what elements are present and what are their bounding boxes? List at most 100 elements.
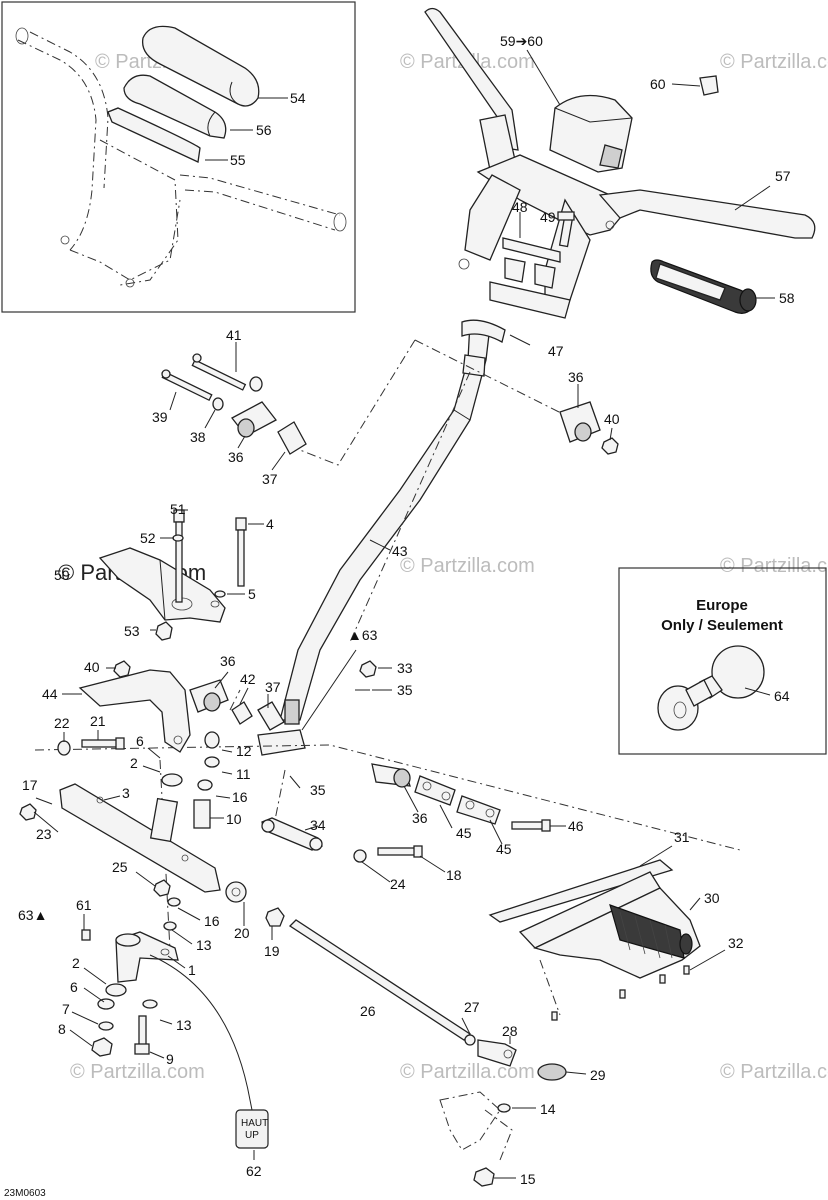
bolt-9 [134,1015,150,1055]
callout-36-right: 36 [568,369,584,385]
bolt-49 [557,211,575,248]
handlebar-pad-inset [1,1,356,313]
washer-6 [97,998,115,1010]
callout-13-upper: 13 [196,937,212,953]
callout-16-lower: 16 [204,913,220,929]
sleeve-10 [193,799,211,829]
foam-pad-56 [123,74,227,139]
nut-40-right [601,437,619,455]
europe-inset-title-line2: Only / Seulement [661,617,783,634]
callout-33: 33 [397,660,413,676]
callout-4: 4 [266,516,274,532]
boot-29 [537,1063,567,1081]
tube-2-upper [149,773,183,843]
washer-24 [353,849,367,863]
decal-text-haut: HAUT [241,1118,268,1129]
washer-22 [57,740,71,756]
decal-62: HAUT UP [235,1109,269,1149]
bolt-21 [81,737,125,750]
nut-15 [473,1167,495,1187]
europe-inset-title-line1: Europe [696,597,748,614]
callout-53: 53 [124,623,140,639]
callout-40-left: 40 [84,659,100,675]
callout-23: 23 [36,826,52,842]
callout-39: 39 [152,409,168,425]
callout-9: 9 [166,1051,174,1067]
drawing-code: 23M0603 [4,1188,46,1199]
upper-pivot-hardware [161,353,619,455]
washer-7 [98,1021,114,1031]
washer [249,376,263,392]
nut-27 [464,1034,476,1046]
callout-56: 56 [256,122,272,138]
callout-34: 34 [310,817,326,833]
callout-32: 32 [728,935,744,951]
callout-25: 25 [112,859,128,875]
link-plate-3 [59,783,221,893]
callout-60: 60 [650,76,666,92]
decal-text-up: UP [245,1130,259,1141]
callout-45a: 45 [456,825,472,841]
bushing-36-right [559,401,601,443]
callout-54: 54 [290,90,306,106]
spacer-37-mid [257,701,285,731]
crossbar-pad-55 [107,107,201,163]
bolt-4 [235,517,247,587]
washer-38 [212,397,224,411]
watermark: © Partzilla.com [720,555,828,577]
callout-14: 14 [540,1101,556,1117]
washer-5 [214,590,226,598]
callout-58: 58 [779,290,795,306]
bushing-36-link [371,763,411,788]
callout-44: 44 [42,686,58,702]
steering-rod-26 [288,919,472,1041]
callout-11: 11 [236,766,251,782]
leader-lines [33,49,775,1179]
callout-15: 15 [520,1171,536,1187]
callout-36-link: 36 [412,810,428,826]
bushing-36-mid [189,679,229,713]
callout-52: 52 [140,530,156,546]
clip-60 [699,75,719,96]
bolt-39 [161,369,213,402]
callout-13-lower: 13 [176,1017,192,1033]
plate-31 [488,859,674,923]
leader-62 [149,954,253,1111]
bushing-36-left [231,401,277,438]
callout-26: 26 [360,1003,376,1019]
bracket-44 [78,669,191,753]
bolt-46 [511,819,551,832]
callout-21: 21 [90,713,106,729]
europe-inset: Europe Only / Seulement 64 [618,567,827,755]
tie-rod-end-28 [477,1039,517,1067]
nut-23 [19,803,37,821]
callout-63-lower: 63▲ [18,907,47,923]
bushing-16 [197,779,213,791]
washer-13 [163,921,177,931]
callout-8: 8 [58,1021,66,1037]
handlebar-cover-59 [549,94,633,173]
link-45a [414,775,456,806]
spacer-37-left [277,421,307,455]
ball-joint-20 [225,881,247,903]
callout-31: 31 [674,829,690,845]
watermark: © Partzilla.com [400,555,535,577]
callout-47: 47 [548,343,564,359]
bolt-51 [173,509,185,603]
callout-1: 1 [188,962,196,978]
callout-17: 17 [22,777,38,793]
callout-35-upper: 35 [397,682,413,698]
callout-41: 41 [226,327,242,343]
callout-22: 22 [54,715,70,731]
callout-29: 29 [590,1067,606,1083]
callout-18: 18 [446,867,462,883]
callout-20: 20 [234,925,250,941]
callout-57: 57 [775,168,791,184]
callout-3: 3 [122,785,130,801]
nut-25 [153,879,171,897]
callout-35-lower: 35 [310,782,326,798]
callout-6-lower: 6 [70,979,78,995]
link-45b [456,795,501,825]
watermark: © Partzilla.com [400,1061,535,1083]
callout-12: 12 [236,743,252,759]
